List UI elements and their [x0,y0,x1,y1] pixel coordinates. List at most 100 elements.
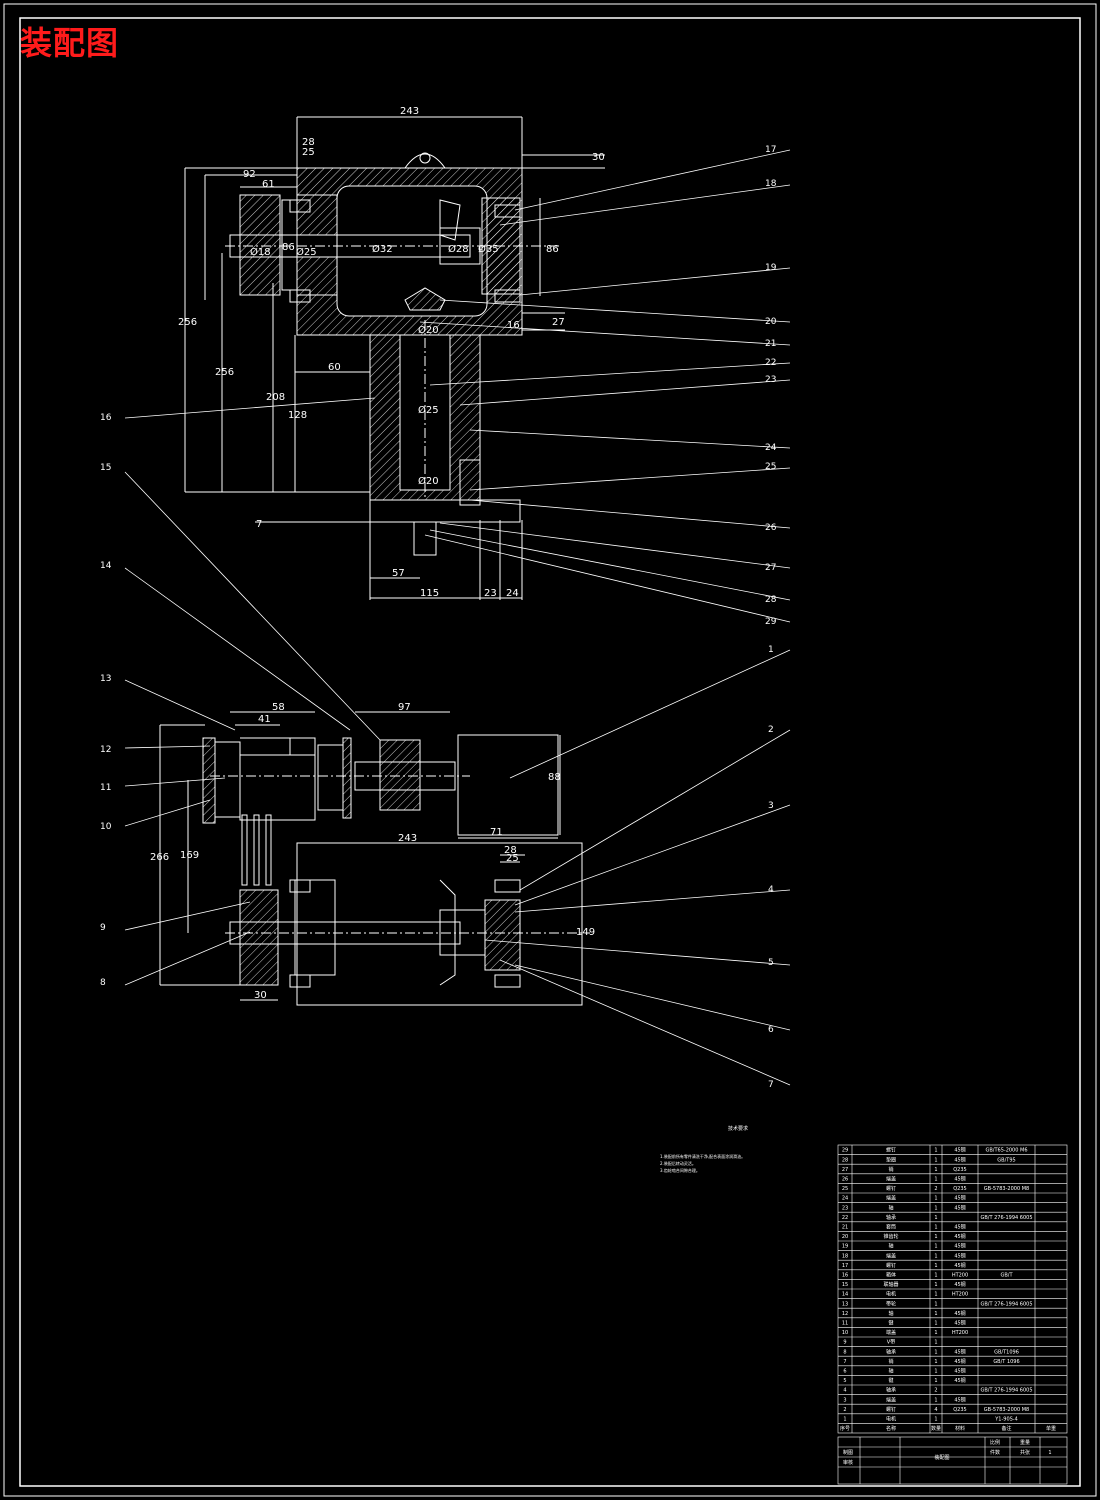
parts-cell: 45钢 [954,1147,965,1154]
parts-cell: HT200 [952,1273,968,1279]
part-label: 18 [765,179,777,189]
parts-cell: 1 [934,1157,937,1163]
parts-cell: 14 [842,1292,848,1298]
parts-cell: 4 [843,1388,846,1394]
parts-cell: 45钢 [954,1252,965,1259]
parts-cell: 17 [842,1263,848,1269]
dim: 88 [548,772,561,783]
top-view-leaders [124,149,791,741]
parts-cell: 1 [934,1253,937,1259]
part-label: 6 [768,1025,774,1035]
drawing-title: 装配图 [20,24,120,62]
notes-heading: 技术要求 [728,1125,748,1132]
dim: 92 [243,169,256,180]
dim: 169 [180,850,199,861]
dim: 25 [506,853,519,864]
part-label: 19 [765,263,777,273]
parts-cell: 垫圈 [886,1156,896,1163]
dim: 57 [392,568,405,579]
part-label: 24 [765,443,777,453]
parts-cell: GB-5783-2000 M8 [984,1186,1029,1192]
note-line: 3.齿轮啮合间隙合理。 [660,1167,700,1173]
parts-cell: 套筒 [886,1224,896,1231]
parts-cell: 1 [934,1359,937,1365]
dim: 243 [398,833,417,844]
parts-cell: 1 [843,1417,846,1423]
parts-cell: 端盖 [886,1329,896,1336]
dim: 24 [506,588,519,599]
parts-cell: 1 [934,1321,937,1327]
part-label: 8 [100,978,106,988]
dim: Ø25 [296,246,317,258]
dim: 243 [400,106,419,117]
part-label: 13 [100,674,111,684]
parts-cell: 22 [842,1215,848,1221]
part-label: 3 [768,801,774,811]
bottom-view [159,711,590,1006]
parts-header-cell: 备注 [1001,1425,1011,1432]
parts-cell: HT200 [952,1292,968,1298]
parts-cell: 2 [843,1407,846,1413]
dim: 60 [328,362,341,373]
part-label: 28 [765,595,777,605]
dim: 86 [546,244,559,255]
parts-cell: GB/T 1096 [993,1359,1019,1365]
parts-cell: Y1-90S-4 [994,1417,1018,1423]
dim: 266 [150,852,169,863]
note-line: 1.装配前所有零件清洗干净,配合表面涂润滑油。 [660,1153,745,1159]
dim: 97 [398,702,411,713]
part-label: 1 [768,645,774,655]
dim: 25 [302,147,315,158]
part-label: 17 [765,145,776,155]
dim: 30 [254,990,267,1001]
part-label: 26 [765,523,777,533]
part-label: 2 [768,725,774,735]
parts-cell: 45钢 [954,1224,965,1231]
parts-cell: GB/T 276-1994 6005 [980,1215,1032,1221]
parts-cell: 45钢 [954,1233,965,1240]
title-block-cell: 比例 [990,1439,1000,1446]
part-label: 27 [765,563,776,573]
parts-cell: 7 [843,1359,846,1365]
dim: 28 [504,845,517,856]
inner-frame [19,17,1081,1487]
dim: 28 [302,137,315,148]
parts-cell: 28 [842,1157,848,1163]
top-view [184,116,605,600]
parts-cell: 45钢 [954,1281,965,1288]
parts-cell: 螺钉 [886,1262,896,1269]
dim: 16 [507,320,520,331]
parts-cell: Q235 [953,1167,966,1173]
parts-list [837,1144,1068,1485]
part-label: 12 [100,745,111,755]
parts-cell: 端盖 [886,1396,896,1403]
parts-header-cell: 名称 [886,1425,896,1432]
dim: Ø28 [448,243,469,255]
parts-cell: 1 [934,1148,937,1154]
dim: 115 [420,588,439,599]
parts-cell: 27 [842,1167,848,1173]
part-label: 5 [768,958,774,968]
parts-cell: 45钢 [954,1320,965,1327]
parts-cell: 带轮 [886,1300,896,1307]
part-label: 29 [765,617,777,627]
parts-cell: GB-5783-2000 M8 [984,1407,1029,1413]
parts-cell: 销 [888,1166,893,1173]
top-view-dims: 243 28 25 30 92 61 86 Ø18 Ø25 Ø32 Ø28 Ø3… [178,106,605,599]
parts-cell: 4 [934,1407,937,1413]
parts-cell: 1 [934,1417,937,1423]
parts-cell: 1 [934,1340,937,1346]
parts-cell: 45钢 [954,1262,965,1269]
parts-cell: GB/T 276-1994 6005 [980,1301,1032,1307]
parts-cell: 19 [842,1244,848,1250]
parts-cell: 5 [843,1378,846,1384]
parts-cell: V带 [887,1340,895,1346]
parts-cell: 20 [842,1234,848,1240]
parts-cell: 29 [842,1148,848,1154]
parts-cell: 1 [934,1263,937,1269]
dim: 30 [592,152,605,163]
dim: 7 [256,519,262,530]
parts-cell: 45钢 [954,1348,965,1355]
parts-cell: 1 [934,1397,937,1403]
technical-notes: 技术要求 1.装配前所有零件清洗干净,配合表面涂润滑油。 2.装配后转动灵活。 … [660,1125,748,1173]
